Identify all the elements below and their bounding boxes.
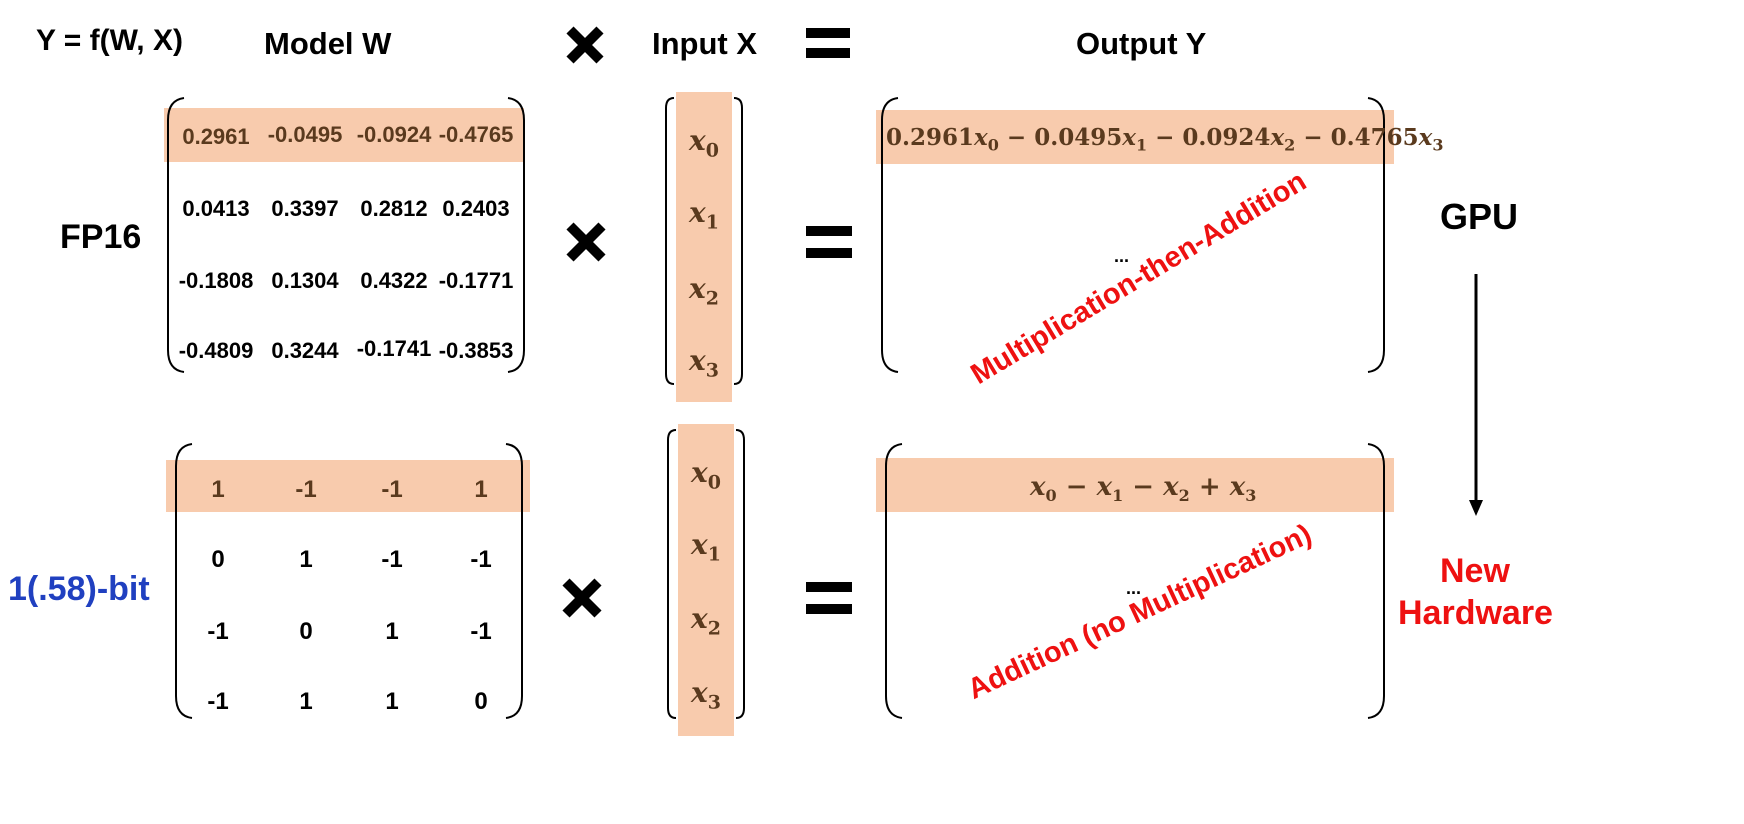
- bit-left-bracket: [175, 443, 193, 719]
- bit-cell: 0: [299, 618, 313, 645]
- output-bottom-highlight: [876, 458, 1394, 512]
- output-bottom-right-bracket: [1367, 443, 1385, 719]
- bit-cell: 0: [211, 546, 225, 573]
- input-entry: x2: [691, 602, 721, 640]
- fp16-cell: 0.0413: [182, 196, 250, 221]
- fp16-cell: 0.3397: [271, 196, 339, 221]
- fp16-cell: -0.1808: [178, 268, 254, 293]
- fp16-cell: -0.4809: [178, 338, 254, 363]
- fp16-output-ellipsis: ...: [1114, 246, 1130, 266]
- bit-cell: -1: [381, 476, 403, 503]
- bit-output-ellipsis: ...: [1126, 578, 1142, 598]
- new-hardware-label-line1: New: [1440, 552, 1510, 590]
- equals-sign-icon: [806, 226, 852, 258]
- fp16-cell: 0.2403: [442, 196, 510, 221]
- bit-cell: -1: [470, 618, 492, 645]
- multiply-sign-icon: [562, 578, 602, 618]
- bit-cell: 1: [474, 476, 488, 503]
- fp16-row0-highlight: [164, 108, 524, 162]
- input-entry: x1: [691, 528, 721, 566]
- multiply-sign-icon: [566, 222, 606, 262]
- input-entry: x2: [689, 272, 719, 310]
- input-x-header: Input X: [652, 26, 758, 61]
- input-bottom-right-bracket: [735, 429, 745, 719]
- bit-right-bracket: [505, 443, 523, 719]
- fp16-cell: 0.2961: [182, 124, 250, 149]
- fp16-cell: -0.0924: [356, 122, 432, 147]
- input-entry: x3: [691, 676, 721, 714]
- bit-cell: 1: [211, 476, 225, 503]
- bit-cell: 1: [299, 546, 313, 573]
- fp16-output-expression: 0.2961x0 − 0.0495x1 − 0.0924x2 − 0.4765x…: [886, 124, 1444, 155]
- fp16-cell: -0.1771: [438, 268, 514, 293]
- fp16-cell: -0.3853: [438, 338, 514, 363]
- bit-cell: -1: [207, 688, 229, 715]
- bit-cell: -1: [295, 476, 317, 503]
- bit-cell: 1: [299, 688, 313, 715]
- new-hardware-label-line2: Hardware: [1398, 594, 1553, 632]
- input-bottom-left-bracket: [667, 429, 677, 719]
- input-top-right-bracket: [733, 97, 743, 385]
- fp16-cell: -0.1741: [356, 336, 432, 361]
- bit-cell: 0: [474, 688, 488, 715]
- output-bottom-left-bracket: [885, 443, 903, 719]
- input-top-highlight: [676, 92, 732, 402]
- fp16-left-bracket: [167, 97, 185, 373]
- bit-operation-annotation: Addition (no Multiplication): [962, 518, 1317, 706]
- fp16-cell: -0.0495: [267, 122, 343, 147]
- fp16-right-bracket: [507, 97, 525, 373]
- equals-sign-icon: [806, 28, 850, 58]
- input-entry: x0: [691, 456, 721, 494]
- gpu-label: GPU: [1440, 196, 1519, 237]
- fp16-cell: 0.4322: [360, 268, 428, 293]
- bit-output-expression: x0 − x1 − x2 + x3: [1030, 472, 1257, 506]
- output-top-right-bracket: [1367, 97, 1385, 373]
- input-top-left-bracket: [665, 97, 675, 385]
- fp16-cell: 0.1304: [271, 268, 339, 293]
- bit-cell: 1: [385, 688, 399, 715]
- bit-cell: 1: [385, 618, 399, 645]
- model-w-header: Model W: [264, 26, 392, 61]
- formula-label: Y = f(W, X): [36, 24, 183, 57]
- bit-row0-highlight: [166, 460, 530, 512]
- fp16-operation-annotation: Multiplication-then-Addition: [965, 165, 1312, 391]
- input-bottom-highlight: [678, 424, 734, 736]
- fp16-cell: 0.3244: [271, 338, 339, 363]
- bit-row-label: 1(.58)-bit: [8, 570, 150, 608]
- input-entry: x3: [689, 344, 719, 382]
- fp16-cell: -0.4765: [438, 122, 514, 147]
- fp16-cell: 0.2812: [360, 196, 428, 221]
- input-entry: x1: [689, 196, 719, 234]
- output-top-highlight: [876, 110, 1394, 164]
- fp16-row-label: FP16: [60, 218, 142, 256]
- bit-cell: -1: [470, 546, 492, 573]
- equals-sign-icon: [806, 582, 852, 614]
- bit-cell: -1: [207, 618, 229, 645]
- input-entry: x0: [689, 124, 719, 162]
- down-arrow-icon: [1469, 274, 1483, 516]
- output-top-left-bracket: [881, 97, 899, 373]
- multiply-sign-icon: [566, 26, 604, 64]
- bit-cell: -1: [381, 546, 403, 573]
- output-y-header: Output Y: [1076, 26, 1207, 61]
